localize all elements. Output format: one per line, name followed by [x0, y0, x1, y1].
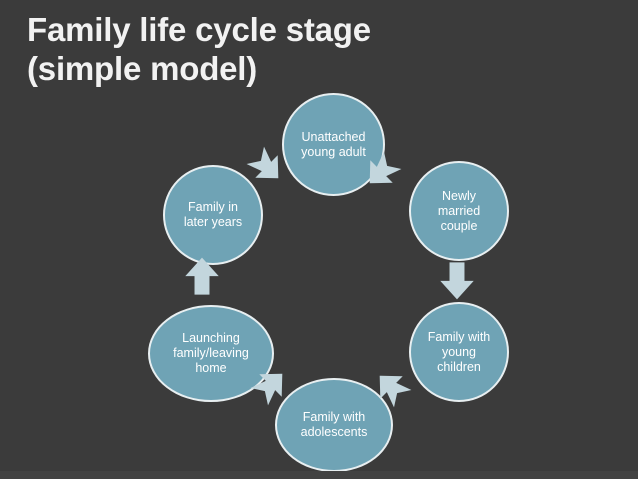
cycle-node-label: Newly married couple [437, 188, 481, 233]
arrow-down-icon [435, 258, 479, 302]
arrow-up-icon [180, 255, 224, 299]
cycle-node-family-with-adolescents[interactable]: Family with adolescents [275, 378, 393, 472]
cycle-node-label: Family with adolescents [300, 410, 368, 439]
cycle-node-family-with-young-children[interactable]: Family with young children [409, 302, 509, 402]
page-title: Family life cycle stage (simple model) [27, 11, 371, 87]
cycle-node-family-in-later-years[interactable]: Family in later years [163, 165, 263, 265]
slide-bottom-strip [0, 471, 638, 479]
arrow-up-right-icon [242, 142, 286, 186]
cycle-node-label: Family with young children [427, 329, 491, 374]
arrow-up-left-icon [246, 366, 290, 410]
cycle-node-label: Launching family/leaving home [173, 331, 249, 375]
arrow-down-left-icon [372, 368, 416, 412]
cycle-node-newly-married-couple[interactable]: Newly married couple [409, 161, 509, 261]
cycle-node-launching-family-leaving-home[interactable]: Launching family/leaving home [148, 305, 274, 402]
arrow-down-right-icon [362, 147, 406, 191]
cycle-node-unattached-young-adult[interactable]: Unattached young adult [282, 93, 385, 196]
cycle-node-label: Unattached young adult [301, 129, 366, 159]
cycle-node-label: Family in later years [183, 200, 243, 229]
